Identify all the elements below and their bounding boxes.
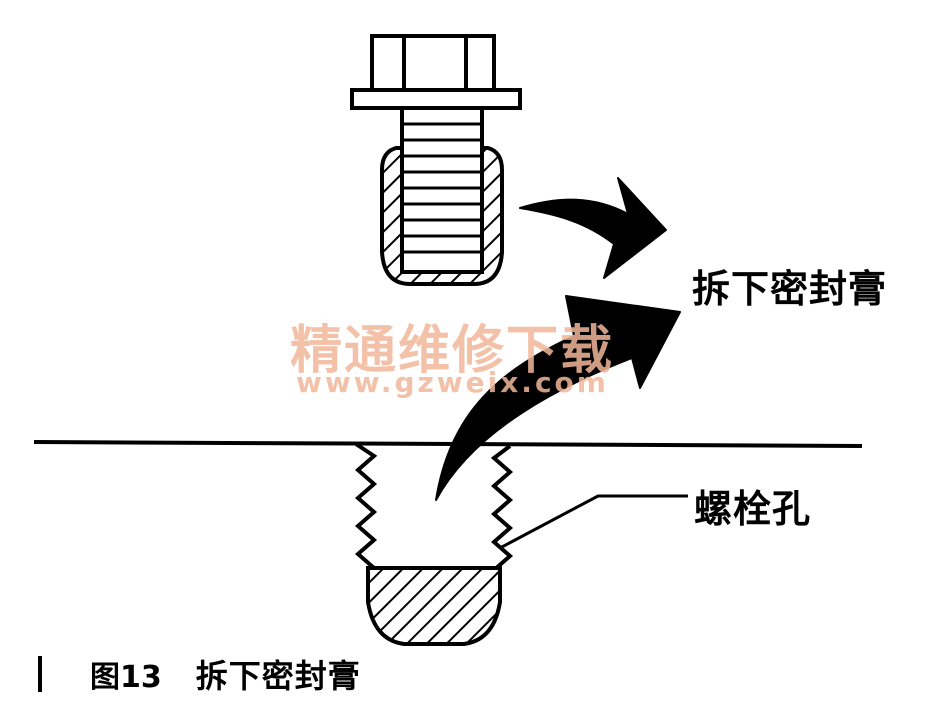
bolt-shank [400,106,484,274]
bolt-hole-leader [499,494,688,550]
caption-bar [38,656,42,692]
caption-title: 拆下密封膏 [195,657,361,695]
figure-caption: 图13 拆下密封膏 [38,652,361,696]
bolt-hole [354,442,514,646]
label-bolt-hole: 螺栓孔 [694,487,812,531]
bolt-threads [402,122,482,254]
caption-figure-number: 图13 [90,660,162,695]
bolt [350,34,522,286]
bolt-flange [350,88,522,110]
label-remove-sealant: 拆下密封膏 [692,267,888,311]
bolt-hex-head [370,34,496,92]
watermark-url: www.gzweix.com [296,366,609,399]
sealant-in-hole [366,566,502,646]
surface-line [33,440,863,448]
watermark-site-name: 精通维修下载 [290,320,615,381]
arrow-upper [519,177,667,279]
hole-left-wall [354,442,378,570]
hole-right-wall [490,444,514,572]
arrow-lower [435,295,681,501]
